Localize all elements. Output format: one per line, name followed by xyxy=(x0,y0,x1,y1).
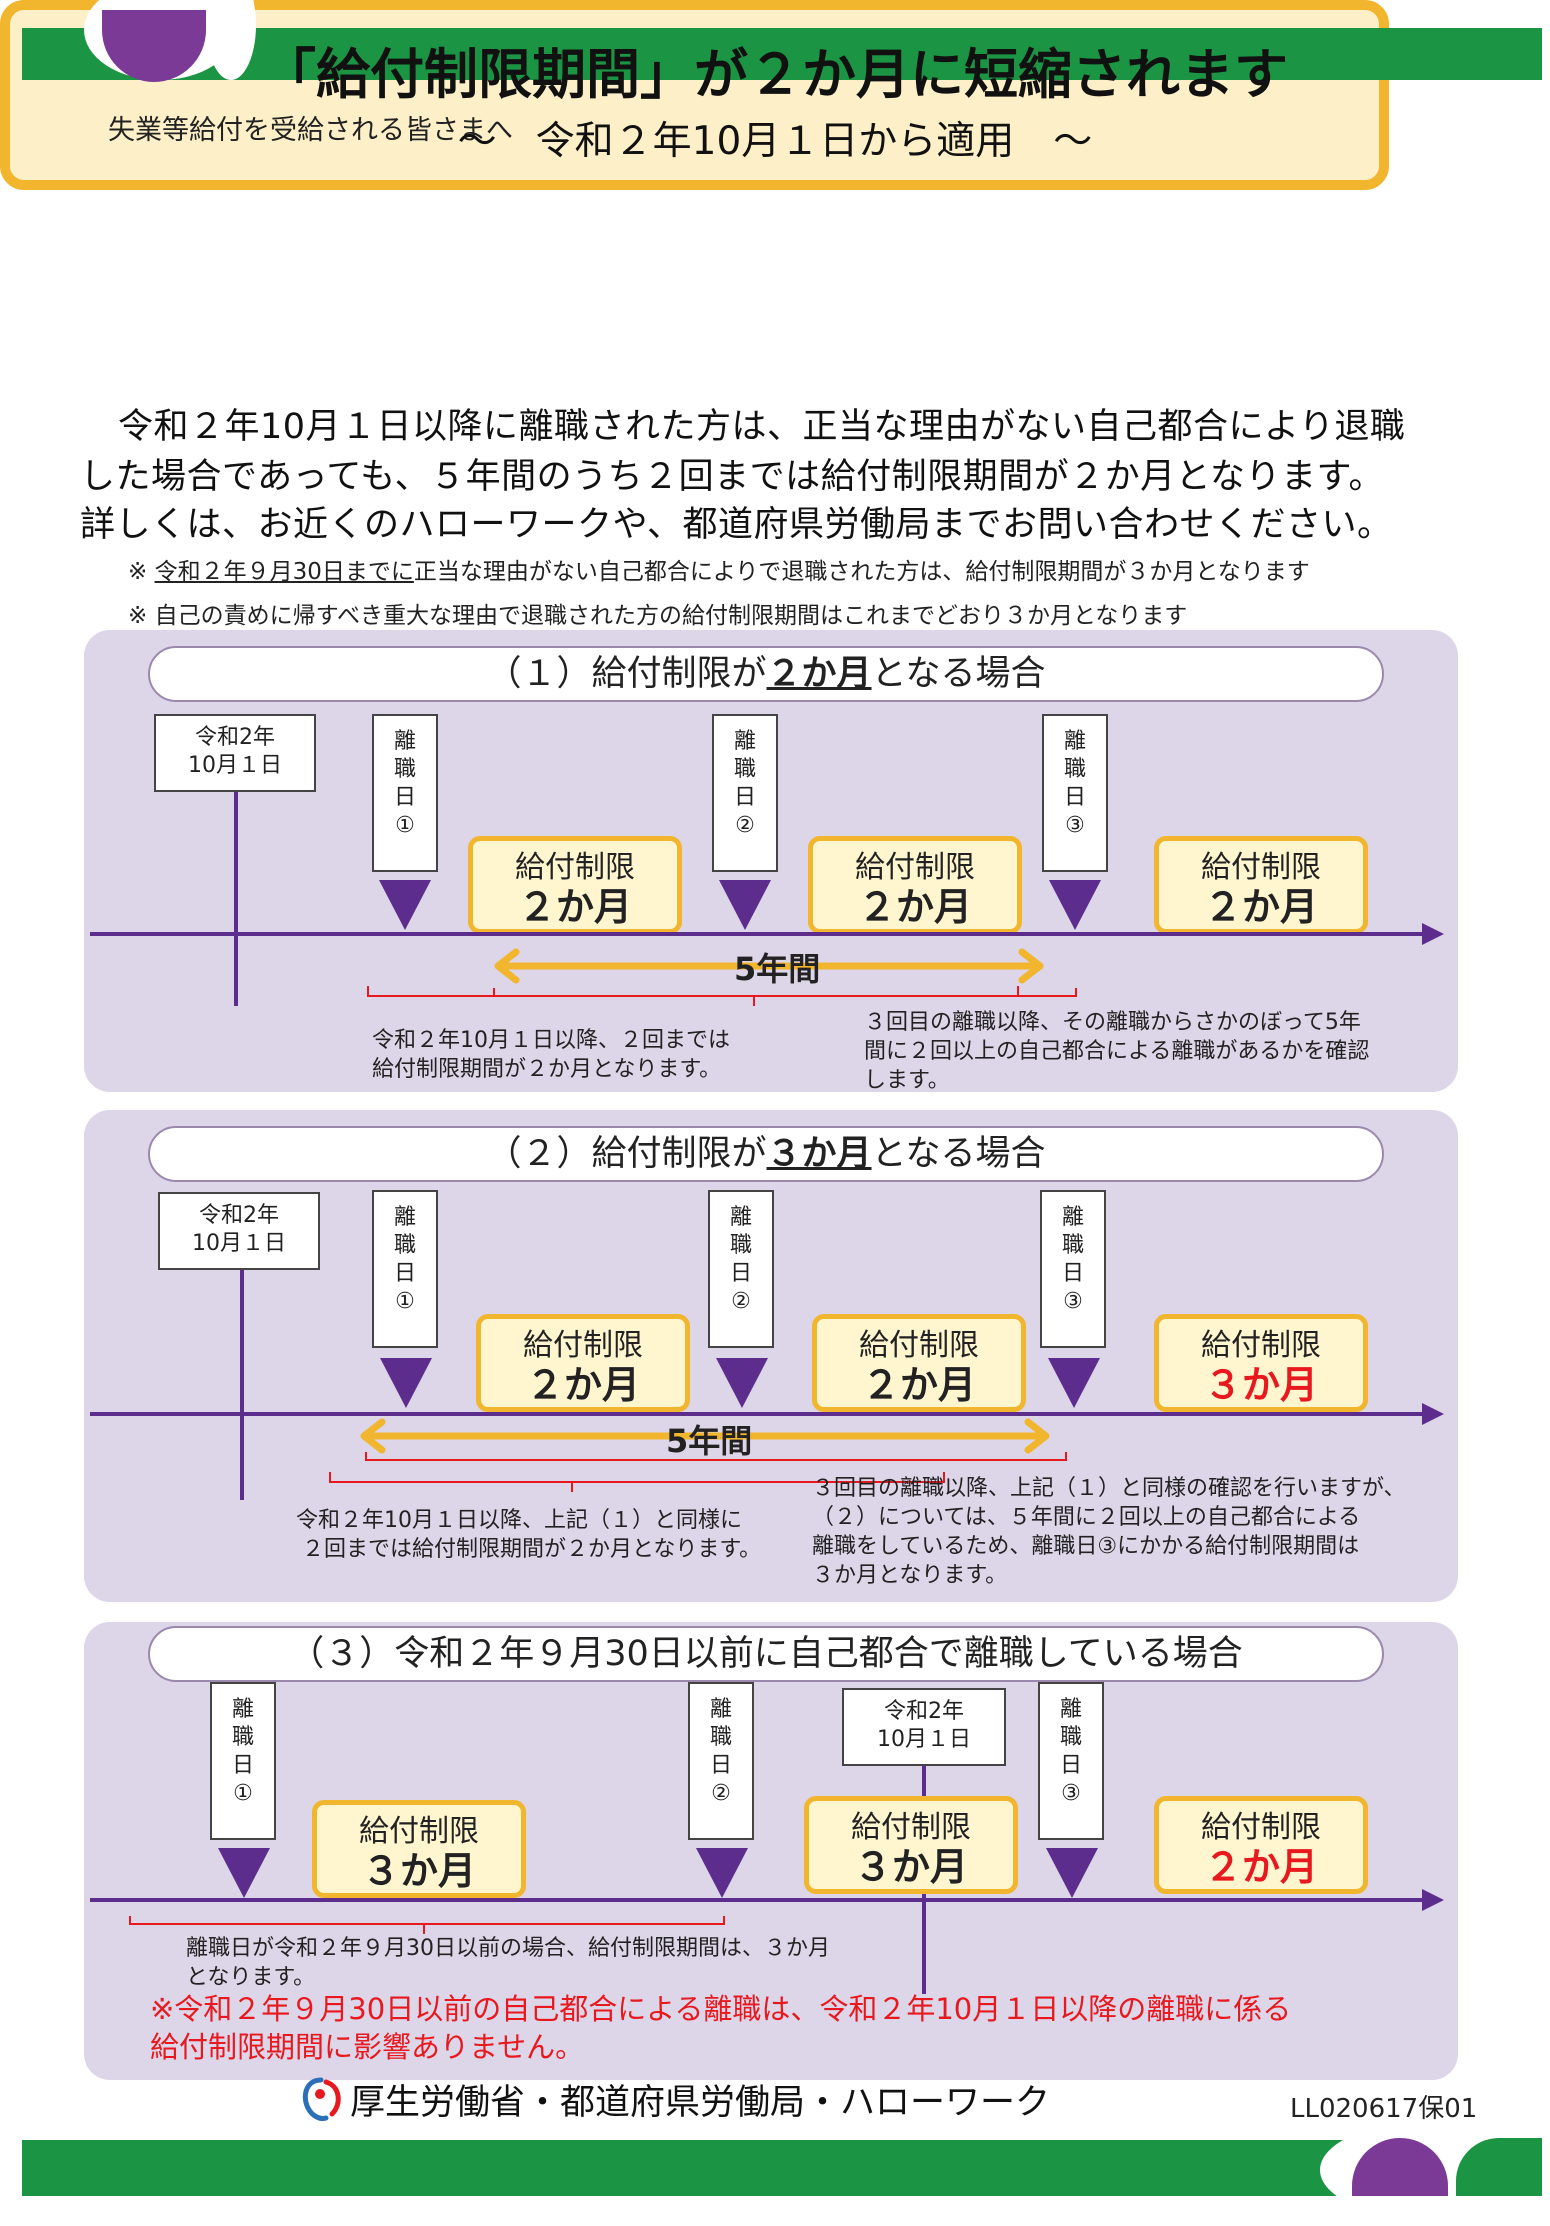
marker-arrow-2 xyxy=(696,1848,748,1898)
ministry-logo-icon xyxy=(302,2077,341,2121)
start-date-line xyxy=(240,1270,244,1500)
marker-arrow-3 xyxy=(1049,880,1101,930)
footer-organization: 厚生労働省・都道府県労働局・ハローワーク xyxy=(350,2083,1051,2123)
intro-line-1: 令和２年10月１日以降に離職された方は、正当な理由がない自己都合により退職 xyxy=(118,407,1406,447)
timeline xyxy=(90,1898,1426,1902)
intro-line-2: した場合であっても、５年間のうち２回までは給付制限期間が２か月となります。 xyxy=(80,457,1385,497)
case-2-right-note: ３回目の離職以降、上記（１）と同様の確認を行いますが、（２）については、５年間に… xyxy=(812,1476,1406,1588)
page-subtitle: ～ 令和２年10月１日から適用 ～ xyxy=(457,119,1093,164)
timeline xyxy=(90,932,1426,936)
five-year-label: 5年間 xyxy=(666,1422,753,1460)
note-2: ※ 自己の責めに帰すべき重大な理由で退職された方の給付制限期間はこれまでどおり３… xyxy=(128,596,1187,630)
footer-document-code: LL020617保01 xyxy=(1290,2094,1478,2124)
marker-arrow-2 xyxy=(716,1358,768,1408)
case-1-right-note: ３回目の離職以降、その離職からさかのぼって5年間に２回以上の自己都合による離職が… xyxy=(864,1010,1370,1093)
note-mark: ※ xyxy=(128,559,148,585)
note-1-underlined: 令和２年９月30日までに xyxy=(154,559,414,585)
timeline xyxy=(90,1412,1426,1416)
case-2-title: （２）給付制限が３か月となる場合 xyxy=(148,1126,1384,1182)
marker-arrow-2 xyxy=(719,880,771,930)
note-mark: ※ xyxy=(128,603,148,629)
case-1-title: （１）給付制限が２か月となる場合 xyxy=(148,646,1384,702)
marker-arrow-3 xyxy=(1046,1848,1098,1898)
five-year-arrow xyxy=(367,948,1077,1006)
five-year-arrow xyxy=(329,1418,1067,1492)
timeline-arrowhead xyxy=(1422,923,1444,945)
timeline-arrowhead xyxy=(1422,1889,1444,1911)
note-1-rest: 正当な理由がない自己都合によりで退職された方は、給付制限期間が３か月となります xyxy=(413,559,1310,585)
audience-text: 失業等給付を受給される皆さまへ xyxy=(108,115,513,146)
five-year-label: 5年間 xyxy=(734,950,821,988)
marker-arrow-3 xyxy=(1048,1358,1100,1408)
note-1: ※ 令和２年９月30日までに正当な理由がない自己都合によりで退職された方は、給付… xyxy=(128,552,1310,586)
title-box: 「給付制限期間」が２か月に短縮されます ～ 令和２年10月１日から適用 ～ xyxy=(0,0,1389,190)
pre-date-bracket xyxy=(129,1916,725,1934)
case-3-note: 離職日が令和２年９月30日以前の場合、給付制限期間は、３か月となります。 xyxy=(186,1936,830,1990)
page-title: 「給付制限期間」が２か月に短縮されます xyxy=(262,43,1288,106)
case-3-title: （３）令和２年９月30日以前に自己都合で離職している場合 xyxy=(148,1626,1384,1682)
timeline-arrowhead xyxy=(1422,1403,1444,1425)
marker-arrow-1 xyxy=(218,1848,270,1898)
marker-arrow-1 xyxy=(380,1358,432,1408)
marker-arrow-1 xyxy=(379,880,431,930)
start-date-line xyxy=(234,792,238,1006)
intro-line-3: 詳しくは、お近くのハローワークや、都道府県労働局までお問い合わせください。 xyxy=(80,505,1393,545)
case-1-left-note: 令和２年10月１日以降、２回までは給付制限期間が２か月となります。 xyxy=(372,1028,730,1082)
case-3-warning: ※令和２年９月30日以前の自己都合による離職は、令和２年10月１日以降の離職に係… xyxy=(150,1992,1292,2064)
note-2-text: 自己の責めに帰すべき重大な理由で退職された方の給付制限期間はこれまでどおり３か月… xyxy=(154,603,1188,629)
